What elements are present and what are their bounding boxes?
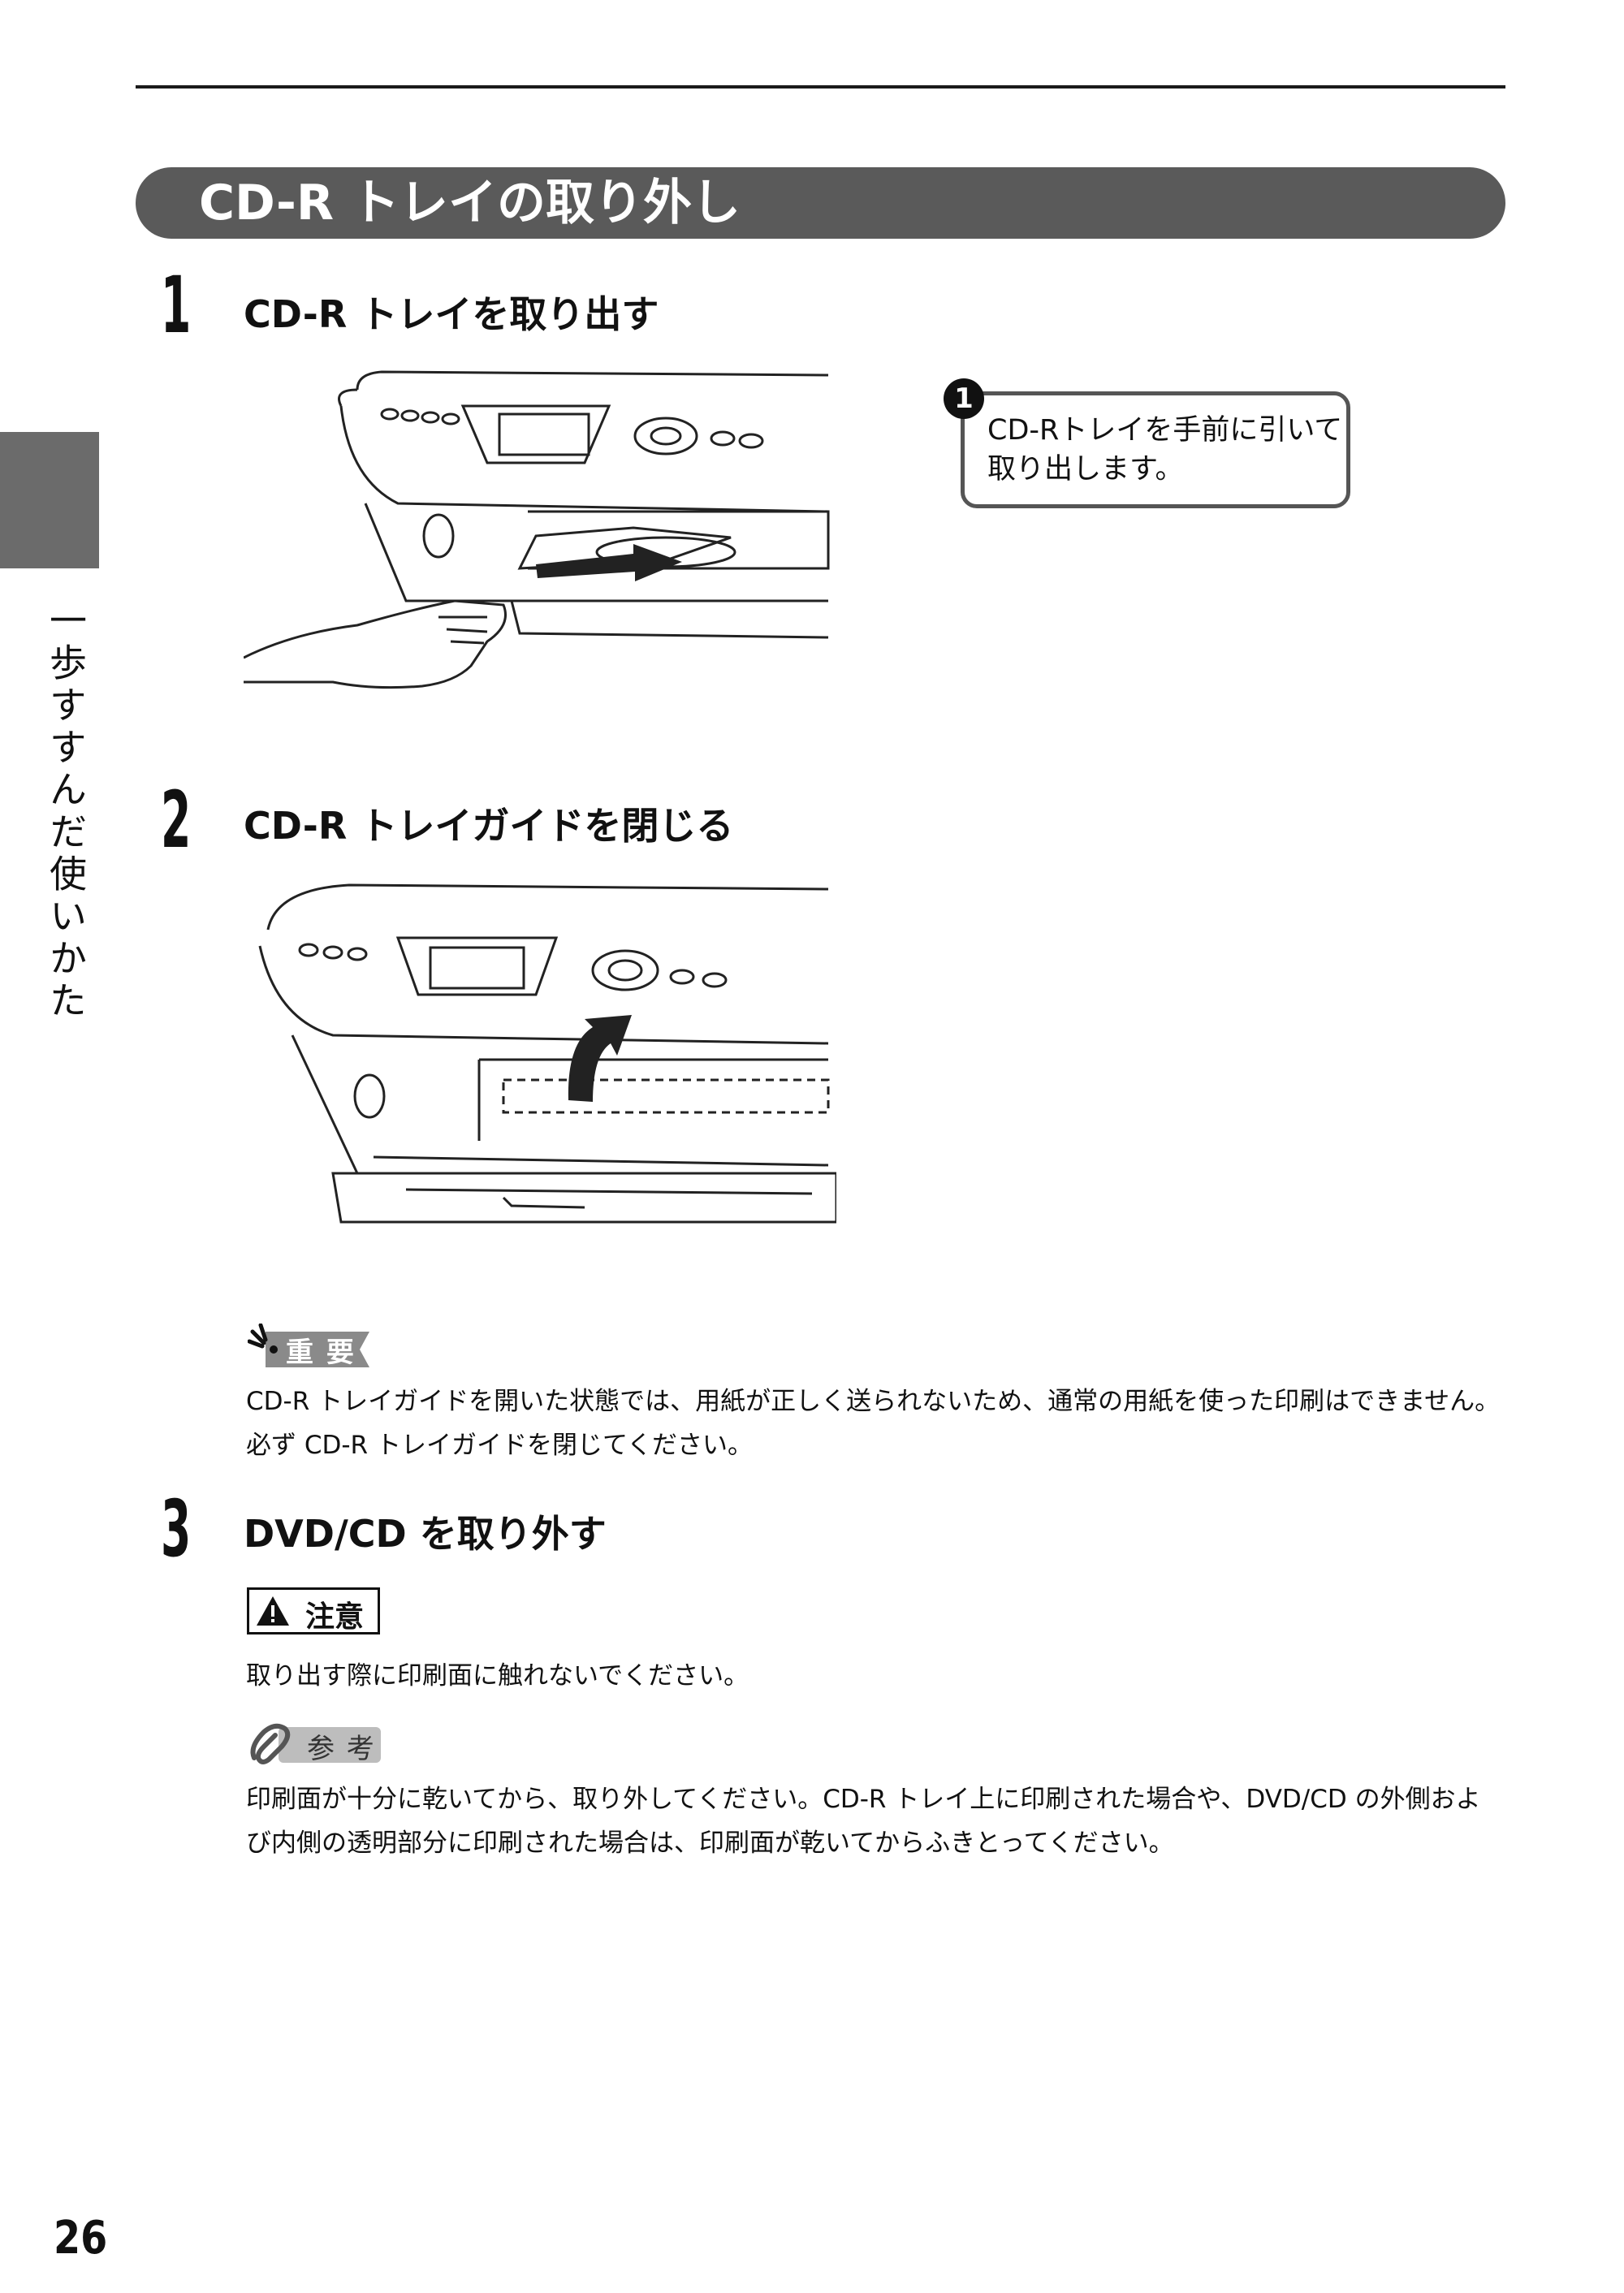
important-text-line-2: 必ず CD-R トレイガイドを閉じてください。	[246, 1431, 754, 1460]
section-title: CD-R トレイの取り外し	[199, 175, 741, 231]
reference-text-line-1: 印刷面が十分に乾いてから、取り外してください。CD-R トレイ上に印刷された場合…	[246, 1785, 1481, 1814]
reference-label: 参 考	[307, 1733, 376, 1765]
caution-badge	[247, 1587, 380, 1634]
chapter-side-label: 一歩すすんだ使いかた	[44, 601, 88, 1023]
page-number: 26	[54, 2212, 108, 2265]
caution-text: 取り出す際に印刷面に触れないでください。	[246, 1661, 749, 1691]
callout-number-badge: 1	[944, 378, 984, 419]
important-badge	[248, 1324, 369, 1367]
step-2-title: CD-R トレイガイドを閉じる	[244, 804, 734, 848]
important-text-line-1: CD-R トレイガイドを開いた状態では、用紙が正しく送られないため、通常の用紙を…	[246, 1387, 1501, 1416]
printer-pull-tray-illustration	[244, 370, 830, 689]
step-3-title: DVD/CD を取り外す	[244, 1512, 607, 1556]
printer-close-guide-illustration	[258, 883, 836, 1224]
step-1-number: 1	[161, 260, 192, 351]
step-1-title: CD-R トレイを取り出す	[244, 292, 659, 336]
warning-triangle-icon	[257, 1596, 289, 1626]
reference-text-line-2: び内側の透明部分に印刷された場合は、印刷面が乾いてからふきとってください。	[246, 1829, 1174, 1858]
top-rule	[136, 85, 1505, 89]
important-label: 重 要	[286, 1337, 356, 1369]
caution-label: 注意	[305, 1600, 365, 1634]
callout-box	[961, 391, 1350, 508]
section-title-bar	[136, 167, 1505, 239]
step-2-number: 2	[161, 775, 192, 866]
callout-text: CD-Rトレイを手前に引いて取り出します。	[987, 414, 1343, 486]
reference-badge	[250, 1723, 381, 1764]
step-3-number: 3	[161, 1483, 192, 1574]
chapter-side-tab	[0, 432, 99, 568]
